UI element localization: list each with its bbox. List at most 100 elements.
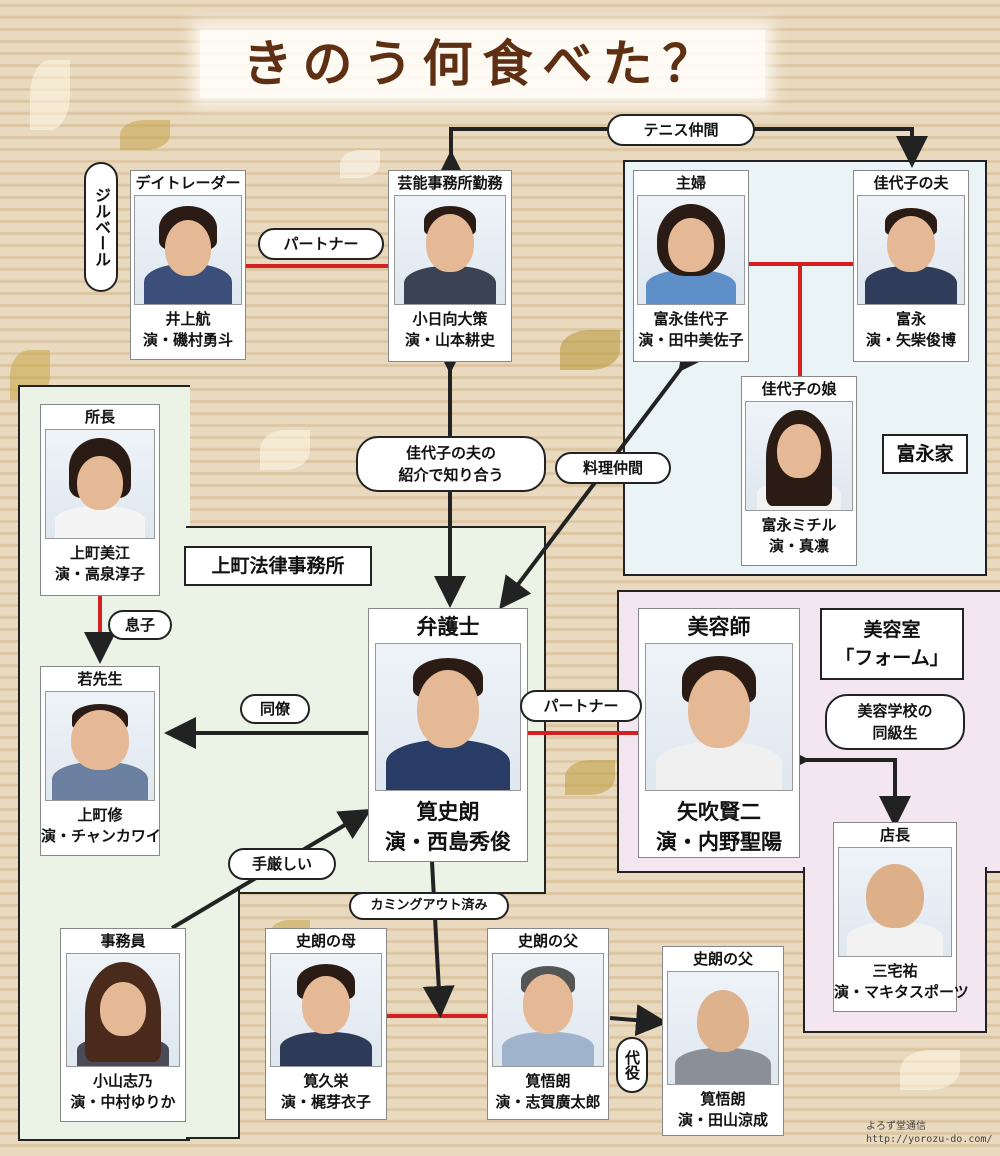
portrait	[645, 643, 793, 791]
character-name: 小山志乃	[92, 1072, 153, 1090]
character-name: 富永ミチル	[761, 516, 837, 534]
portrait	[637, 195, 745, 305]
card-kamimachi-osamu: 若先生 上町修 演・チャンカワイ	[40, 666, 161, 856]
site-credit: よろず堂通信 http://yorozu-do.com/	[866, 1120, 992, 1146]
clothing	[55, 506, 145, 538]
card-kenji: 美容師 矢吹賢二 演・内野聖陽	[638, 608, 800, 858]
role-label: 若先生	[77, 670, 123, 688]
label-text: テニス仲間	[643, 121, 719, 139]
salon-form-label-line2: 「フォーム」	[835, 647, 949, 669]
site-url[interactable]: http://yorozu-do.com/	[866, 1134, 993, 1145]
portrait	[45, 691, 155, 801]
face	[697, 990, 749, 1052]
label-beauty-school-classmates: 美容学校の 同級生	[825, 694, 965, 750]
actor-name: 演・山本耕史	[404, 331, 495, 349]
face	[887, 216, 935, 272]
kamimachi-office-label: 上町法律事務所	[184, 546, 372, 586]
clothing	[280, 1032, 372, 1066]
label-introduced-by-husband: 佳代子の夫の 紹介で知り合う	[356, 436, 546, 492]
actor-name: 演・矢柴俊博	[865, 331, 956, 349]
salon-form-label-line1: 美容室	[863, 619, 921, 641]
role-label: 芸能事務所勤務	[397, 174, 503, 192]
label-text: 料理仲間	[582, 459, 643, 477]
label-text: 手厳しい	[251, 855, 312, 873]
face	[668, 218, 714, 272]
portrait	[134, 195, 242, 305]
page-title: きのう何食べた？	[200, 30, 765, 98]
role-label: 史朗の父	[517, 932, 578, 950]
card-father-shiga: 史朗の父 筧悟朗 演・志賀廣太郎	[487, 928, 609, 1120]
role-label: 佳代子の娘	[761, 380, 837, 398]
clothing	[386, 740, 510, 790]
portrait	[838, 847, 952, 957]
substitute-arrow	[609, 1004, 668, 1037]
clothing	[404, 266, 496, 304]
classmates-arrow	[778, 744, 911, 828]
actor-name: 演・チャンカワイ	[41, 827, 161, 845]
portrait	[375, 643, 521, 791]
role-label: 美容師	[687, 615, 751, 639]
card-kohinata: 芸能事務所勤務 小日向大策 演・山本耕史	[388, 170, 512, 362]
leaf-decoration	[900, 1050, 960, 1090]
label-text-line2: 同級生	[872, 724, 918, 742]
tominaga-family-label-text: 富永家	[896, 443, 954, 465]
kamimachi-office-label-text: 上町法律事務所	[211, 555, 345, 577]
clothing	[865, 266, 957, 304]
label-text: カミングアウト済み	[370, 898, 488, 913]
actor-name: 演・マキタスポーツ	[834, 983, 969, 1001]
clothing	[675, 1048, 771, 1084]
card-daytrader: デイトレーダー 井上航 演・磯村勇斗	[130, 170, 246, 360]
actor-name: 演・高泉淳子	[54, 565, 145, 583]
label-substitute-actor: 代役	[616, 1037, 648, 1093]
face	[165, 220, 211, 276]
label-son: 息子	[108, 610, 172, 640]
actor-name: 演・真凛	[768, 537, 829, 555]
face	[417, 670, 479, 748]
portrait	[45, 429, 155, 539]
label-text: 息子	[124, 616, 155, 634]
salon-form-label: 美容室 「フォーム」	[820, 608, 964, 680]
label-text-line2: 紹介で知り合う	[398, 466, 504, 484]
face	[688, 670, 750, 748]
card-mother: 史朗の母 筧久栄 演・梶芽衣子	[265, 928, 387, 1120]
label-colleague: 同僚	[240, 694, 310, 724]
role-label: デイトレーダー	[135, 174, 241, 192]
label-cooking-friends: 料理仲間	[555, 452, 671, 484]
card-manager: 店長 三宅祐 演・マキタスポーツ	[833, 822, 969, 1012]
role-label: 史朗の母	[295, 932, 356, 950]
label-text-line1: 美容学校の	[857, 702, 933, 720]
label-partner-top: パートナー	[258, 228, 384, 260]
gilbert-speech-bubble: ジルベール	[84, 162, 118, 292]
character-name: 筧悟朗	[525, 1072, 571, 1090]
actor-name: 演・志賀廣太郎	[495, 1093, 601, 1111]
role-label: 弁護士	[416, 615, 480, 639]
portrait	[745, 401, 853, 511]
portrait	[66, 953, 180, 1067]
card-kamimachi-mie: 所長 上町美江 演・高泉淳子	[40, 404, 160, 596]
portrait	[857, 195, 965, 305]
face	[426, 214, 474, 272]
label-strict: 手厳しい	[228, 848, 336, 880]
leaf-decoration	[260, 430, 310, 470]
card-michiru: 佳代子の娘 富永ミチル 演・真凛	[741, 376, 857, 566]
card-tominaga-husband: 佳代子の夫 富永 演・矢柴俊博	[853, 170, 969, 362]
label-text: 同僚	[259, 700, 290, 718]
character-name: 富永佳代子	[653, 310, 729, 328]
actor-name: 演・磯村勇斗	[142, 331, 233, 349]
label-came-out: カミングアウト済み	[349, 892, 509, 920]
portrait	[394, 195, 506, 305]
face	[523, 974, 573, 1034]
actor-name: 演・内野聖陽	[656, 830, 782, 854]
character-name: 上町修	[77, 806, 123, 824]
card-clerk: 事務員 小山志乃 演・中村ゆりか	[60, 928, 186, 1122]
comingout-arrow	[422, 861, 455, 1018]
character-name: 井上航	[165, 310, 211, 328]
actor-name: 演・梶芽衣子	[280, 1093, 371, 1111]
face	[302, 976, 350, 1034]
actor-name: 演・中村ゆりか	[70, 1093, 176, 1111]
character-name: 筧悟朗	[700, 1090, 746, 1108]
portrait	[492, 953, 604, 1067]
clothing	[502, 1032, 594, 1066]
leaf-decoration	[30, 60, 70, 130]
character-name: 富永	[895, 310, 926, 328]
